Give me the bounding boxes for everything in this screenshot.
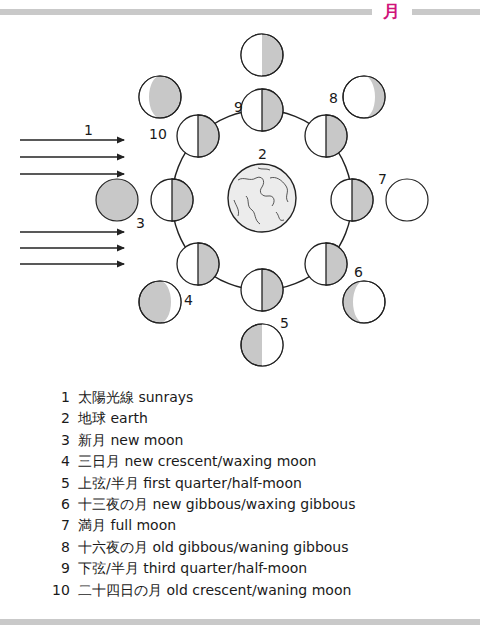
list-item-text: 地球 earth [78,410,148,426]
list-item-text: 下弦/半月 third quarter/half-moon [78,560,307,576]
list-item-text: 三日月 new crescent/waxing moon [78,453,316,469]
list-item-text: 二十四日の月 old crescent/waning moon [78,582,351,598]
list-number: 7 [61,517,70,533]
list-item-text: 新月 new moon [78,432,183,448]
callout-number: 6 [354,264,363,280]
list-number: 2 [61,410,70,426]
list-number: 5 [61,475,70,491]
list-number: 1 [61,389,70,405]
callout-number: 4 [184,292,193,308]
earth-globe [228,164,296,232]
footer-bar [0,619,480,625]
callout-number: 7 [378,171,387,187]
list-number: 3 [61,432,70,448]
callout-number: 9 [234,99,243,115]
callout-number: 5 [280,315,289,331]
list-item-text: 太陽光線 sunrays [78,389,193,405]
callout-number: 3 [136,215,145,231]
header-bar [412,9,480,15]
callout-number: 8 [329,90,338,106]
list-item-text: 満月 full moon [78,517,176,533]
header-bar [0,9,372,15]
inner-moons [151,89,373,311]
list-number: 8 [61,539,70,555]
callout-number: 2 [258,146,267,162]
orbit [172,110,352,290]
list-number: 10 [52,582,70,598]
list-number: 4 [61,453,70,469]
list-number: 6 [61,496,70,512]
outer-moons [96,34,428,366]
list-item-text: 十六夜の月 old gibbous/waning gibbous [78,539,349,555]
list-item-text: 十三夜の月 new gibbous/waxing gibbous [78,496,356,512]
callout-number: 1 [84,122,93,138]
list-number: 9 [61,560,70,576]
list-item-text: 上弦/半月 first quarter/half-moon [78,475,302,491]
callout-number: 10 [149,126,167,142]
page-title: 月 [383,1,400,21]
